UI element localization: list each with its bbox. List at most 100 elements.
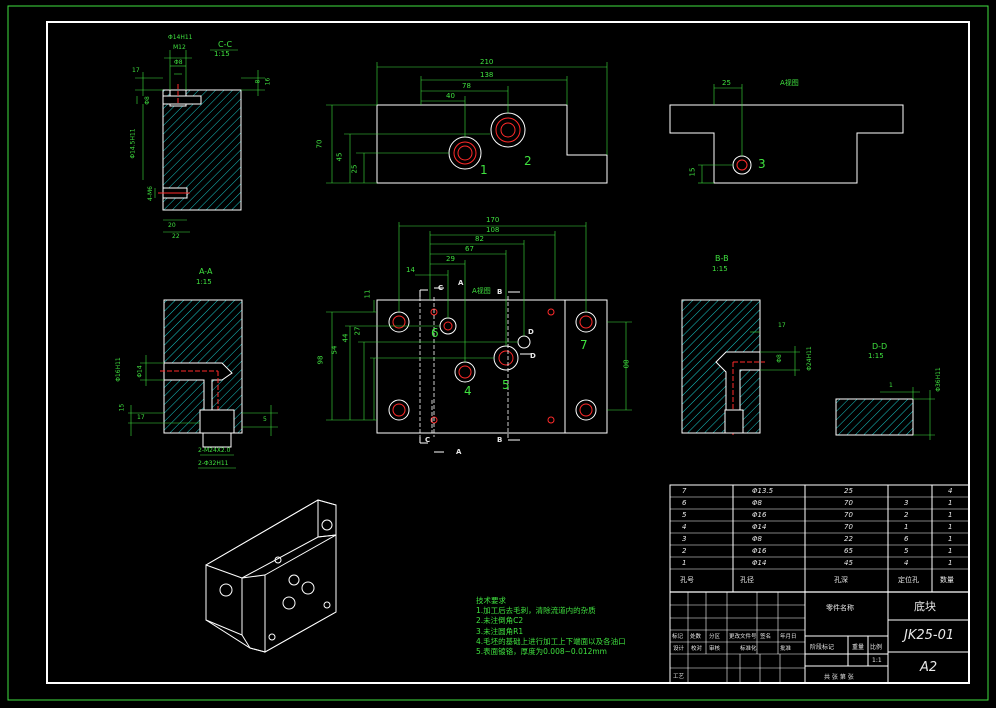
weight-label: 重量 [852, 644, 865, 651]
dim-mid-44: 44 [341, 333, 350, 343]
role-cell-3: 工艺 [673, 674, 685, 680]
rev-cell-2: 分区 [709, 634, 721, 640]
hole-table-header-no: 孔号 [680, 576, 694, 584]
section-bb-title: B-B [715, 254, 729, 263]
hole-table-cell-dia: Φ16 [752, 547, 767, 555]
dim-mid-67: 67 [465, 245, 474, 253]
section-aa-scale: 1:15 [196, 278, 212, 286]
rev-cell-0: 标记 [672, 634, 684, 640]
section-dd-title: D-D [872, 342, 888, 351]
dim-cc-4m6: 4-M6 [146, 186, 154, 201]
notes-item-3: 3.未注圆角R1 [476, 626, 524, 636]
hole-table-cell-dia: Φ16 [752, 511, 767, 519]
hole-table-cell-no: 1 [682, 559, 687, 567]
section-aa-title: A-A [199, 267, 213, 276]
hole-table-cell-dia: Φ13.5 [752, 487, 774, 495]
sheet-size: A2 [920, 660, 938, 675]
dim-mid-54: 54 [330, 345, 339, 355]
ratio-label: 比例 [870, 644, 883, 651]
section-cc-view [135, 49, 265, 233]
dim-top-210: 210 [480, 58, 494, 66]
hole-table-cell-depth: 45 [844, 559, 853, 567]
dim-cc-phi14: Φ14H11 [168, 34, 193, 41]
rev-cell-4: 签名 [760, 634, 772, 640]
hole-table-cell-no: 6 [682, 499, 687, 507]
dim-cc-phi8: Φ8 [174, 59, 183, 66]
a-view-title: A视图 [780, 79, 799, 87]
isometric-view [205, 499, 337, 653]
mounting-holes [388, 311, 597, 421]
hole-table-cell-depth: 22 [844, 535, 853, 543]
drawing-number: JK25-01 [904, 628, 955, 643]
hole-table-header-depth: 孔深 [834, 576, 848, 584]
dim-mid-108: 108 [486, 226, 500, 234]
dim-cc-20: 20 [168, 222, 176, 229]
sheet-total-label: 共 张 第 张 [824, 674, 854, 681]
stage-mark-label: 阶段标记 [810, 644, 835, 651]
hole-table-cell-dia: Φ14 [752, 523, 767, 531]
part-name: 底块 [914, 600, 936, 613]
hole-table-cell-loc: 4 [904, 559, 909, 567]
hole-table-cell-qty: 4 [948, 487, 953, 495]
a-view-title-2: A视图 [472, 287, 491, 295]
std-cell-1: 批准 [780, 646, 792, 652]
dim-top-25: 25 [350, 164, 359, 174]
hole-table-cell-no: 2 [682, 547, 687, 555]
hole-table-cell-qty: 1 [948, 511, 953, 519]
hole-table-cell-no: 5 [682, 511, 687, 519]
hole-table-cell-qty: 1 [948, 547, 953, 555]
section-dd-view [835, 387, 935, 440]
hole-number-1: 1 [480, 163, 488, 177]
title-block-grid [669, 484, 970, 684]
hole-number-6: 6 [431, 326, 439, 340]
notes-item-5: 5.表面镀铬，厚度为0.008~0.012mm [476, 647, 607, 657]
dim-aview-25: 25 [722, 79, 731, 87]
rev-cell-3: 更改文件号 [729, 634, 757, 640]
dim-bb-phi24: Φ24H11 [805, 346, 813, 371]
notes-item-4: 4.毛坯的基础上进行加工上下端面以及各油口 [476, 636, 626, 646]
dim-cc-8: 8 [254, 79, 262, 84]
dim-cc-17: 17 [132, 67, 140, 74]
technical-requirements: 技术要求 1.加工后去毛刺，清除流道内的杂质 2.未注倒角C2 3.未注圆角R1… [476, 596, 626, 657]
dim-aview-15: 15 [688, 167, 697, 177]
role-cell-1: 校对 [691, 646, 703, 652]
hole-table-cell-no: 3 [682, 535, 687, 543]
hole-table-cell-loc: 2 [904, 511, 909, 519]
dim-mid-29: 29 [446, 255, 455, 263]
hole-number-5: 5 [502, 378, 510, 392]
hole-table-cell-dia: Φ14 [752, 559, 767, 567]
section-bb-view [681, 299, 800, 435]
dim-aa-17: 17 [137, 414, 145, 421]
hole-number-2: 2 [524, 154, 532, 168]
section-bb-scale: 1:15 [712, 265, 728, 273]
section-mark-d-top: D [528, 328, 534, 336]
section-dd-scale: 1:15 [868, 352, 884, 360]
dim-bb-phi8: Φ8 [775, 354, 783, 363]
dim-mid-98: 98 [316, 355, 325, 365]
hole-table-header-loc: 定位孔 [898, 576, 919, 584]
dim-aa-15: 15 [118, 403, 126, 412]
notes-title: 技术要求 [476, 596, 506, 605]
section-cc-scale: 1:15 [214, 50, 230, 58]
hole-table-cell-depth: 70 [844, 523, 853, 531]
dim-mid-14: 14 [406, 266, 415, 274]
hole-table-cell-qty: 1 [948, 499, 953, 507]
dim-aa-5: 5 [263, 416, 267, 423]
hole-table-cell-qty: 1 [948, 523, 953, 531]
dim-aa-phi16: Φ16H11 [114, 357, 122, 382]
hole-number-4: 4 [464, 384, 472, 398]
hole-table-cell-qty: 1 [948, 535, 953, 543]
section-mark-c-bottom: C [425, 436, 431, 444]
dim-aa-phi14: Φ14 [136, 365, 144, 378]
parts-name-label: 零件名称 [826, 604, 854, 612]
dim-dd-phi36: Φ36H11 [934, 367, 942, 392]
front-elevation-view [326, 62, 608, 184]
dim-aa-2phi32: 2-Φ32H11 [198, 460, 229, 467]
notes-item-2: 2.未注倒角C2 [476, 616, 524, 626]
hole-table-cell-depth: 70 [844, 499, 853, 507]
hole-table-cell-loc: 5 [904, 547, 909, 555]
dim-top-78: 78 [462, 82, 471, 90]
section-mark-b-top: B [497, 288, 503, 296]
dim-cc-22: 22 [172, 233, 180, 240]
